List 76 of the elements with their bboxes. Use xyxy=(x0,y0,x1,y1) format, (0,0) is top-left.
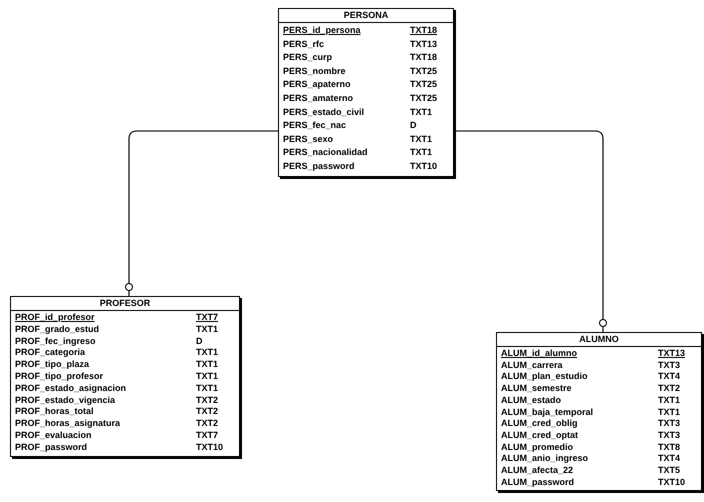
attribute-type: TXT10 xyxy=(196,442,223,454)
attribute-name: PROF_tipo_plaza xyxy=(15,359,90,371)
attribute-name: PROF_horas_asignatura xyxy=(15,418,122,430)
attribute-name: ALUM_plan_estudio xyxy=(501,371,589,384)
attribute-type: TXT3 xyxy=(658,418,681,430)
attribute-type: TXT4 xyxy=(658,453,681,466)
attribute-name: PROF_tipo_profesor xyxy=(15,370,104,383)
attribute-name: PERS_id_persona xyxy=(283,24,362,37)
attribute-name: PROF_grado_estud xyxy=(15,324,100,336)
attribute-name: ALUM_id_alumno xyxy=(501,348,578,360)
attribute-type: TXT18 xyxy=(410,24,437,37)
attribute-type: TXT8 xyxy=(658,442,681,454)
attribute-name: ALUM_anio_ingreso xyxy=(501,453,590,466)
attribute-type: TXT1 xyxy=(196,324,219,336)
attribute-type: TXT1 xyxy=(658,394,681,407)
entity-table xyxy=(10,296,240,457)
attribute-type: TXT7 xyxy=(196,430,219,442)
attribute-name: PERS_nacionalidad xyxy=(283,146,369,160)
attribute-type: TXT1 xyxy=(196,347,219,360)
entity-table xyxy=(496,332,702,492)
attribute-name: PROF_id_profesor xyxy=(15,312,96,324)
attribute-type: TXT7 xyxy=(196,312,219,324)
attribute-type: TXT13 xyxy=(658,348,685,360)
attribute-name: ALUM_password xyxy=(501,476,576,488)
attribute-type: TXT2 xyxy=(196,406,219,418)
attribute-type: TXT25 xyxy=(410,92,437,105)
attribute-name: ALUM_baja_temporal xyxy=(501,406,594,418)
attribute-type: TXT1 xyxy=(410,132,433,146)
attribute-type: TXT1 xyxy=(196,370,219,383)
entity-table xyxy=(278,8,454,177)
attribute-name: ALUM_carrera xyxy=(501,360,564,372)
attribute-name: ALUM_promedio xyxy=(501,442,574,454)
attribute-name: PERS_estado_civil xyxy=(283,106,366,119)
attribute-type: TXT5 xyxy=(658,465,681,477)
attribute-name: ALUM_afecta_22 xyxy=(501,465,574,477)
attribute-name: PROF_estado_vigencia xyxy=(15,394,116,406)
attribute-type: D xyxy=(410,119,418,132)
attribute-type: TXT1 xyxy=(410,106,433,119)
attribute-name: PERS_amaterno xyxy=(283,92,354,105)
attribute-name: PERS_fec_nac xyxy=(283,119,348,132)
attribute-type: TXT25 xyxy=(410,78,437,92)
attribute-type: TXT1 xyxy=(658,406,681,418)
attribute-name: ALUM_cred_optat xyxy=(501,430,580,442)
attribute-name: PROF_horas_total xyxy=(15,406,95,418)
entity-name: ALUMNO xyxy=(497,333,701,347)
entity-name: PROFESOR xyxy=(11,297,239,311)
attribute-name: PERS_nombre xyxy=(283,64,347,78)
attribute-name: ALUM_estado xyxy=(501,394,562,407)
attribute-name: PERS_apaterno xyxy=(283,78,352,92)
attribute-name: PERS_sexo xyxy=(283,132,334,146)
attribute-type: TXT10 xyxy=(658,476,685,488)
attribute-type: TXT18 xyxy=(410,51,437,64)
attribute-name: PERS_curp xyxy=(283,51,334,64)
attribute-name: PROF_fec_ingreso xyxy=(15,336,97,348)
attribute-name: ALUM_cred_oblig xyxy=(501,418,579,430)
attribute-type: TXT10 xyxy=(410,160,437,173)
attribute-name: ALUM_semestre xyxy=(501,383,573,395)
attribute-name: PROF_evaluacion xyxy=(15,430,93,442)
attribute-type: TXT25 xyxy=(410,64,437,78)
attribute-type: TXT1 xyxy=(196,382,219,395)
attribute-name: PROF_password xyxy=(15,442,88,454)
attribute-type: D xyxy=(196,336,204,348)
attribute-name: PERS_password xyxy=(283,160,356,173)
attribute-type: TXT13 xyxy=(410,38,437,51)
attribute-type: TXT2 xyxy=(196,394,219,406)
attribute-type: TXT4 xyxy=(658,371,681,384)
attribute-name: PROF_categoria xyxy=(15,347,86,360)
attribute-name: PROF_estado_asignacion xyxy=(15,382,128,395)
entity-name: PERSONA xyxy=(279,9,453,23)
attribute-name: PERS_rfc xyxy=(283,38,326,51)
attribute-type: TXT3 xyxy=(658,430,681,442)
attribute-type: TXT1 xyxy=(410,146,433,160)
attribute-type: TXT2 xyxy=(196,418,219,430)
attribute-type: TXT1 xyxy=(196,359,219,371)
attribute-type: TXT2 xyxy=(658,383,681,395)
attribute-type: TXT3 xyxy=(658,360,681,372)
